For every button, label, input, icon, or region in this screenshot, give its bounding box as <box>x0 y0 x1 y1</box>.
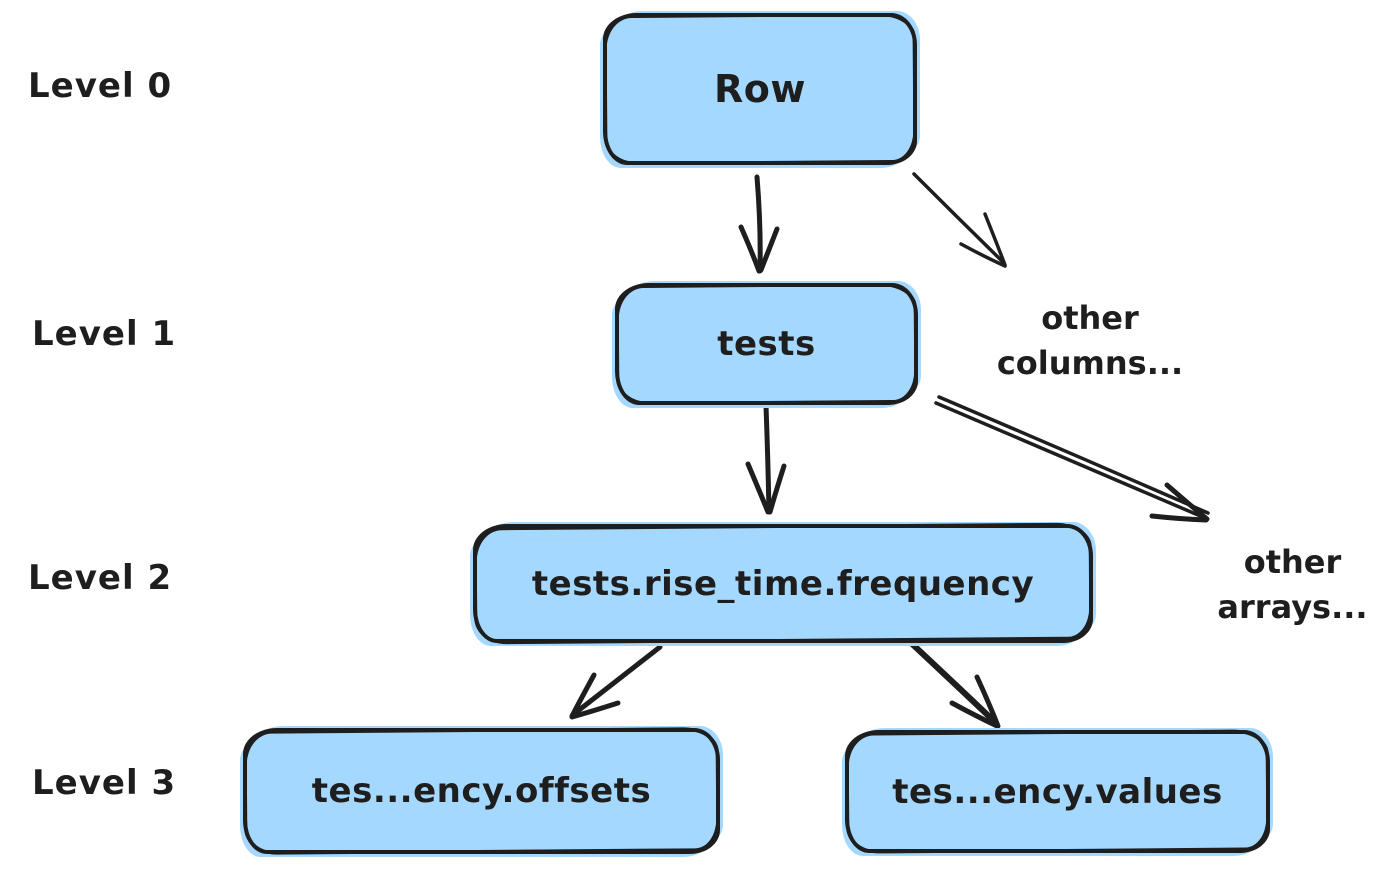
annotation-other-arrays: other arrays... <box>1195 540 1390 631</box>
level-3-label: Level 3 <box>32 763 177 803</box>
node-frequency: tests.rise_time.frequency <box>473 524 1093 643</box>
arrow-tests-to-other-arrays <box>934 395 1210 523</box>
node-tests-label: tests <box>717 324 816 364</box>
node-row: Row <box>603 13 917 165</box>
node-frequency-label: tests.rise_time.frequency <box>531 563 1035 604</box>
annotation-other-columns: other columns... <box>995 296 1185 387</box>
arrow-frequency-to-values <box>906 638 1001 729</box>
node-tests: tests <box>615 283 918 405</box>
annotation-other-arrays-line1: other <box>1243 543 1342 581</box>
arrow-tests-to-frequency <box>745 403 787 515</box>
level-0-label: Level 0 <box>28 66 173 106</box>
level-1-label: Level 1 <box>32 314 177 354</box>
arrow-frequency-to-offsets <box>569 644 663 720</box>
arrow-row-to-tests <box>738 174 780 274</box>
level-2-label: Level 2 <box>28 558 173 598</box>
annotation-other-columns-line2: columns... <box>996 344 1184 383</box>
node-offsets-label: tes...ency.offsets <box>311 771 652 811</box>
node-values: tes...ency.values <box>845 730 1270 853</box>
annotation-other-arrays-line2: arrays... <box>1217 588 1368 627</box>
node-values-label: tes...ency.values <box>892 771 1223 812</box>
node-offsets: tes...ency.offsets <box>243 728 720 854</box>
annotation-other-columns-line1: other <box>1041 299 1139 337</box>
arrow-row-to-other-columns <box>912 172 1007 268</box>
node-row-label: Row <box>714 67 806 111</box>
